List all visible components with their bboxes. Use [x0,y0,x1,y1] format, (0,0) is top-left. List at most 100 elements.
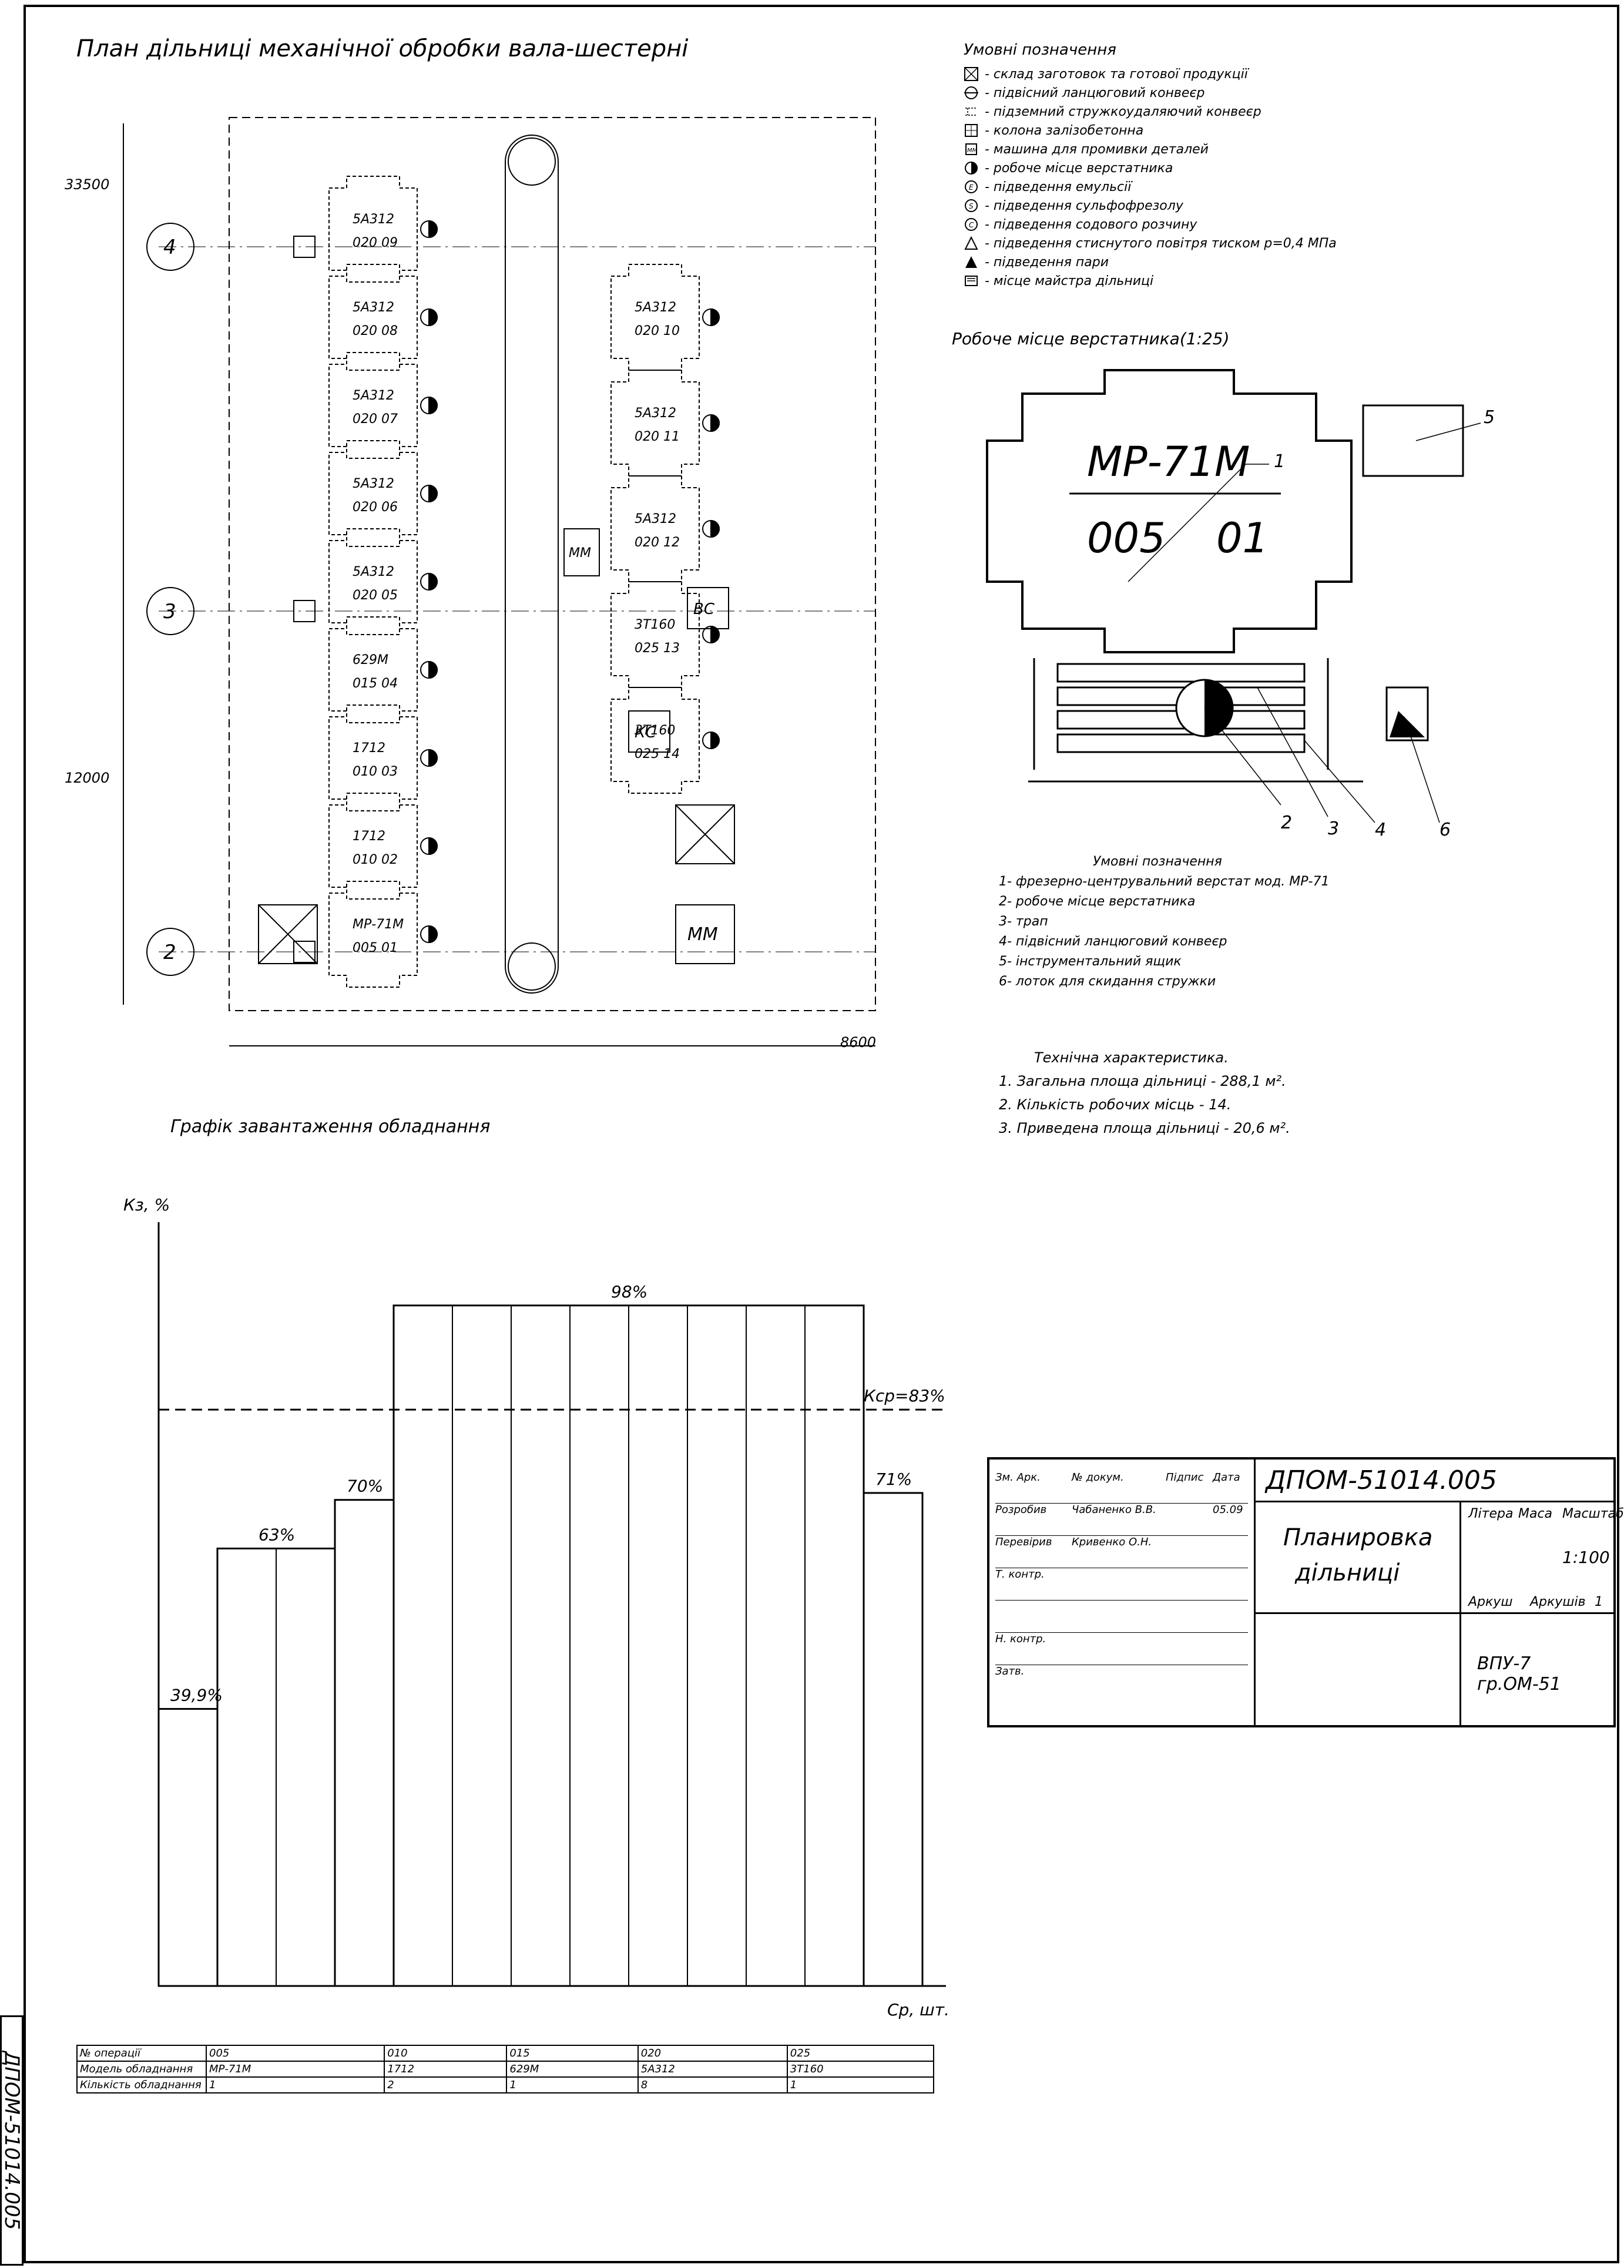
machine-model: 3Т160 [635,723,675,738]
legend-item-sulfo: S - підведення сульфофрезолу [964,196,1551,215]
legend-item-column: - колона залізобетонна [964,121,1551,140]
washer-label: ММ [569,546,591,561]
vs-label: ВС [693,600,715,618]
workplace-legend-item: 1- фрезерно-центрувальний верстат мод. М… [999,874,1330,889]
workplace-title: Робоче місце верстатника(1:25) [952,329,1230,348]
legend-label: - колона залізобетонна [985,123,1144,138]
machine-model: 1712 [353,829,385,844]
machine-op: 025 13 [635,641,680,656]
washer-label: ММ [687,924,718,945]
table-cell: 1712 [384,2061,508,2078]
workplace-icon-half [428,572,438,591]
table-cell: 025 [786,2045,935,2062]
ks-label: КС [635,724,656,742]
title-name-1: Планировка [1283,1524,1433,1551]
signature-row: Зм. Арк. № докум. Підпис Дата [995,1471,1248,1504]
axis-marker [146,928,194,976]
axis-label: 4 [163,236,176,259]
machine-bottom [610,264,700,371]
tech-item: 1. Загальна площа дільниці - 288,1 м². [999,1073,1286,1089]
column-icon [293,941,316,963]
machine-op: 020 05 [353,588,398,603]
tech-title: Технічна характеристика. [1034,1049,1229,1066]
dim-width: 8600 [840,1034,877,1051]
workplace-detail: Робоче місце верстатника(1:25) [952,329,1539,1022]
machine-model: МР-71М [353,917,404,932]
legend: Умовні позначення - склад заготовок та г… [964,41,1551,290]
sig-date: 05.09 [1213,1504,1243,1516]
table-cell: 5А312 [637,2061,788,2078]
callout-4: 4 [1375,820,1386,840]
sulfo-icon: S [964,198,979,213]
title-block: ДПОМ-51014.005 Планировка дільниці Літер… [987,1457,1624,1727]
tool-box [1362,404,1464,477]
x-axis-label: Ср, шт. [887,2000,949,2019]
workplace-legend-title: Умовні позначення [1093,854,1222,869]
legend-label: - підведення пари [985,254,1109,270]
workplace-icon-half [428,396,438,415]
svg-text:С: С [969,221,974,229]
column-icon [964,123,979,138]
tech-characteristics: Технічна характеристика. 1. Загальна пло… [999,1046,1528,1140]
machine-op: 020 08 [353,324,398,338]
callout-1: 1 [1274,451,1285,472]
workplace-icon-half [428,220,438,239]
mass-label: Маса [1518,1507,1553,1521]
workplace-legend-item: 5- інструментальний ящик [999,954,1182,969]
table-row: Кількість обладнання 1 2 1 8 1 [76,2076,935,2093]
machine-model: 5А312 [353,300,394,315]
signature-row: Н. контр. [995,1633,1248,1665]
machine-top [328,264,418,371]
table-cell: 005 [205,2045,385,2062]
washer-icon [563,528,600,576]
workplace-icon-half [428,925,438,944]
workplace-icon-half [710,308,720,327]
signature-row: Т. контр. [995,1568,1248,1601]
machine-op: 015 04 [353,676,398,691]
sig-name: Чабаненко В.В. [1072,1504,1156,1516]
master-desk-icon [964,273,979,288]
chart-bar [157,1707,219,1987]
scale-value: 1:100 [1562,1548,1610,1567]
legend-item-conveyor: - підвісний ланцюговий конвеєр [964,83,1551,102]
machine-op: 020 11 [635,430,680,444]
machine-top [328,440,418,547]
legend-label: - підведення сульфофрезолу [985,198,1183,213]
machine-model: 1712 [353,741,385,756]
group-label: ВПУ-7 гр.ОМ-51 [1477,1653,1561,1695]
average-label: Кср=83% [864,1386,945,1405]
axis-label: 2 [163,941,176,964]
workplace-legend: Умовні позначення 1- фрезерно-центруваль… [999,852,1329,992]
dim-total: 33500 [65,176,110,193]
legend-label: - робоче місце верстатника [985,160,1173,176]
sig-date: Дата [1213,1471,1240,1484]
machine-top [328,616,418,723]
tech-item: 2. Кількість робочих місць - 14. [999,1096,1232,1113]
sheet-label: Аркуш [1468,1595,1513,1609]
warehouse-icon [675,804,735,864]
table-cell: 629М [506,2061,639,2078]
machine-op: 010 03 [353,764,398,779]
legend-label: - підведення емульсії [985,179,1132,194]
sig-role: Перевірив [995,1536,1052,1548]
title-name-2: дільниці [1295,1559,1400,1586]
machine-model: 3Т160 [635,618,675,632]
machine-op: 020 06 [353,500,398,515]
workplace-icon-half [710,519,720,538]
steam-icon [964,254,979,270]
machine-top [328,704,418,811]
table-row: № операції 005 010 015 020 025 [76,2045,935,2062]
sig-role: Затв. [995,1665,1025,1677]
table-cell: 2 [384,2076,508,2093]
machine-op: 020 07 [353,412,398,427]
workplace-drawing: МР-71М 005 01 1 2 3 4 5 6 [986,369,1495,840]
chart-bar [863,1492,924,1987]
machine-outline [986,369,1353,653]
workplace-icon-half [710,625,720,644]
signature-rows: Зм. Арк. № докум. Підпис Дата Розробив Ч… [995,1471,1248,1697]
legend-title: Умовні позначення [964,41,1116,59]
signature-row: Розробив Чабаненко В.В. 05.09 [995,1504,1248,1536]
workplace-icon-half [710,731,720,750]
machine-top [328,881,418,988]
